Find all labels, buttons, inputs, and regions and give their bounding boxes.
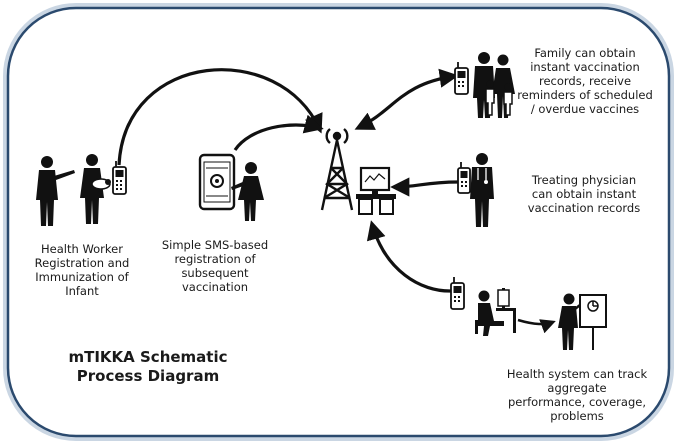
frame-border — [6, 6, 671, 438]
label-line: instant vaccination — [530, 60, 640, 74]
woman-icon — [231, 162, 264, 221]
arrow-system-to-computer — [366, 220, 453, 293]
mobile-phone-icon — [450, 277, 465, 310]
label-line: problems — [550, 409, 604, 423]
mother-infant-icon — [80, 154, 111, 224]
label-line: Registration and — [34, 256, 130, 270]
label-line: registration of — [174, 252, 256, 266]
mobile-phone-icon — [112, 161, 127, 195]
label-line: subsequent — [181, 266, 249, 280]
label-physician: Treating physician can obtain instant va… — [514, 173, 654, 215]
label-line: Treating physician — [531, 173, 637, 187]
label-line: Health system can track — [506, 367, 648, 381]
label-health-worker: Health Worker Registration and Immunizat… — [22, 242, 142, 298]
label-line: aggregate — [547, 381, 607, 395]
title-line: Process Diagram — [76, 367, 220, 385]
frame-glow — [3, 3, 674, 441]
diagram-title: mTIKKA Schematic Process Diagram — [48, 348, 248, 386]
cell-tower-icon — [320, 128, 354, 211]
label-line: Infant — [65, 284, 99, 298]
office-worker-icon — [475, 288, 516, 336]
health-worker-icon — [36, 156, 75, 226]
label-health-system: Health system can track aggregate perfor… — [497, 367, 657, 423]
label-line: Immunization of — [35, 270, 129, 284]
title-line: mTIKKA Schematic — [68, 348, 228, 366]
label-line: can obtain instant — [531, 187, 637, 201]
label-family: Family can obtain instant vaccination re… — [512, 46, 658, 116]
mobile-phone-icon — [457, 162, 471, 194]
presenter-chart-icon — [558, 293, 607, 350]
tablet-sms-icon — [198, 153, 236, 211]
physician-icon — [470, 153, 494, 227]
label-sms-registration: Simple SMS-based registration of subsequ… — [155, 238, 275, 294]
label-line: reminders of scheduled — [517, 88, 653, 102]
family-icon — [473, 52, 515, 118]
label-line: records, receive — [538, 74, 632, 88]
label-line: Family can obtain — [534, 46, 636, 60]
arrow-physician-to-computer — [390, 177, 459, 197]
label-line: performance, coverage, — [507, 395, 646, 409]
arrow-worker-to-presenter — [517, 318, 556, 334]
arrows — [117, 68, 556, 334]
arrow-tower-family — [354, 68, 459, 130]
arrow-worker-to-tower — [117, 68, 323, 166]
computer-desk-icon — [356, 166, 396, 215]
label-line: / overdue vaccines — [530, 102, 640, 116]
label-line: Simple SMS-based — [161, 238, 269, 252]
mobile-phone-icon — [454, 62, 469, 95]
label-line: Health Worker — [41, 242, 123, 256]
arrow-sms-to-tower — [233, 114, 324, 151]
label-line: vaccination records — [527, 201, 641, 215]
label-line: vaccination — [181, 280, 249, 294]
